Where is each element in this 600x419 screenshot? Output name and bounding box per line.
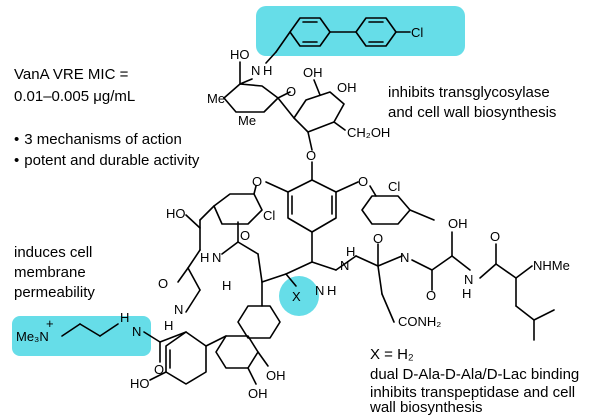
vancosamine-sugar: HO N H Me Me O: [207, 47, 296, 128]
o-label-6: O: [154, 362, 164, 377]
ch2oh-label: CH₂OH: [347, 125, 390, 140]
n-label-5: N: [400, 250, 409, 265]
cl-left-label: Cl: [263, 208, 275, 223]
oh-sugar-label: OH: [303, 65, 323, 80]
binding-line-3: wall biosynthesis: [370, 399, 483, 416]
o-label-1: O: [158, 276, 168, 291]
n-sugar-label: N: [251, 63, 260, 78]
h-label-3: H: [164, 318, 173, 333]
oh-bottom-2-label: OH: [266, 368, 286, 383]
cl-biphenyl-label: Cl: [411, 25, 423, 40]
o-ether-left-label: O: [252, 174, 262, 189]
h-label-2: H: [222, 278, 231, 293]
left-macrocycle: HO O H N O H N H: [158, 206, 263, 333]
h-label-4: H: [327, 283, 336, 298]
glucose-sugar: OH OH CH₂OH O: [293, 65, 390, 181]
bullet-mechanisms: 3 mechanisms of action: [14, 131, 182, 149]
membrane-line-2: membrane: [14, 264, 86, 281]
bullet-activity: potent and durable activity: [14, 152, 199, 170]
h-amine-label: H: [120, 310, 129, 325]
binding-line-1: dual D-Ala-D-Ala/D-Lac binding: [370, 366, 580, 383]
biphenyl-group: Cl: [265, 17, 423, 64]
binding-line-2: inhibits transpeptidase and cell: [370, 384, 576, 401]
h-label-6: H: [462, 286, 471, 301]
oh-bottom-1-label: OH: [248, 386, 268, 401]
x-amide-region: X N H: [261, 261, 336, 304]
n-label-6: N: [464, 272, 473, 287]
transglycosylase-line-2: and cell wall biosynthesis: [388, 104, 557, 121]
x-label: X: [292, 289, 301, 304]
ho-left-label: HO: [166, 206, 186, 221]
transglycosylase-line-1: inhibits transglycosylase: [388, 84, 550, 101]
oh-sugar-2-label: OH: [337, 80, 357, 95]
nhme-label: NHMe: [533, 258, 570, 273]
o-label-2: O: [240, 228, 250, 243]
o-glyc-label: O: [306, 148, 316, 163]
x-equals-h2: X = H₂: [370, 346, 414, 363]
n-label-3: N: [315, 283, 324, 298]
me-sugar-2-label: Me: [238, 113, 256, 128]
cl-right-label: Cl: [388, 179, 400, 194]
h-label-1: H: [200, 250, 209, 265]
membrane-line-1: induces cell: [14, 244, 93, 261]
left-chloroaryl-ring: Cl: [199, 185, 275, 225]
ho-bottom-label: HO: [130, 376, 150, 391]
o-label-5: O: [490, 229, 500, 244]
membrane-line-3: permeability: [14, 284, 95, 301]
mic-line-2: 0.01–0.005 μg/mL: [14, 88, 136, 105]
amine-tail: Me₃N + H N O: [16, 310, 187, 377]
right-chloroaryl-ring: Cl: [361, 179, 435, 225]
oh-right-label: OH: [448, 216, 468, 231]
ho-sugar-label: HO: [230, 47, 250, 62]
n-label-4: N: [340, 258, 349, 273]
h-sugar-label: H: [263, 63, 272, 78]
conh2-label: CONH₂: [398, 314, 441, 329]
highlight-x-amide: [279, 276, 319, 316]
o-ring-label: O: [286, 84, 296, 99]
bottom-aryl-rings: HO OH OH: [130, 281, 286, 401]
me3n-label: Me₃N: [16, 329, 49, 344]
central-aryl-ring: O O: [252, 174, 368, 263]
mic-line-1: VanA VRE MIC =: [14, 66, 129, 83]
highlight-biphenyl: [256, 6, 465, 56]
o-label-4: O: [426, 288, 436, 303]
n-label-2: N: [174, 302, 183, 317]
h-label-5: H: [346, 244, 355, 259]
o-label-3: O: [373, 231, 383, 246]
me-sugar-1-label: Me: [207, 91, 225, 106]
o-ether-right-label: O: [358, 174, 368, 189]
n-amine-label: N: [132, 324, 141, 339]
n-label-1: N: [212, 250, 221, 265]
plus-sign: +: [46, 316, 54, 331]
right-peptide-chain: N H O N CONH₂ O OH N H O NHMe: [311, 216, 570, 341]
